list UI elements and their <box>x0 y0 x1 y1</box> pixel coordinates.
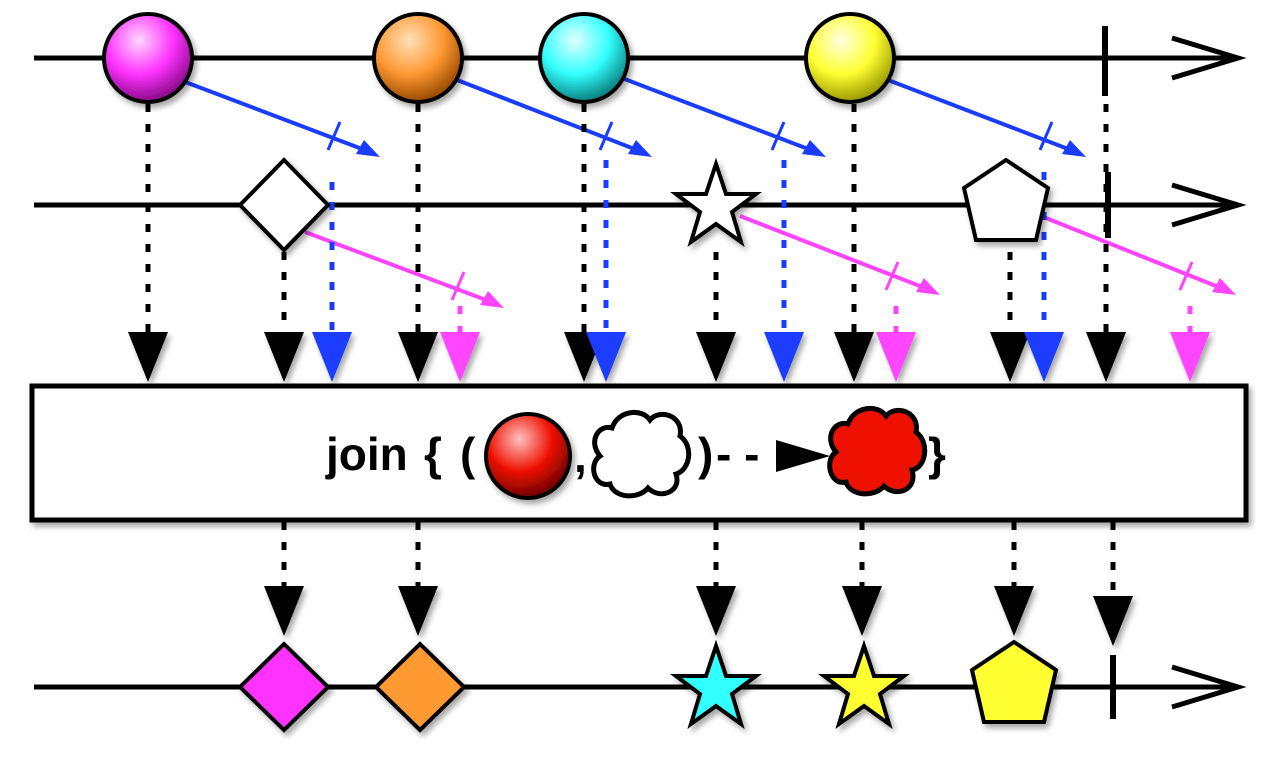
input-arrowheads <box>128 332 1210 382</box>
operator-arrowhead-icon <box>776 440 830 472</box>
window-arrow-yellow <box>887 78 1086 157</box>
red-ball-icon <box>484 412 572 500</box>
cyan-star <box>670 639 762 730</box>
window-arrow-star <box>739 214 940 295</box>
yellow-star <box>818 639 910 730</box>
cyan-ball <box>538 12 630 104</box>
left-stream-marbles <box>102 12 896 104</box>
red-cloud-icon <box>827 406 928 497</box>
operator-close-brace: } <box>928 428 946 480</box>
left-window-arrows <box>179 76 1086 157</box>
yellow-ball <box>804 12 896 104</box>
window-arrow-cyan <box>621 76 826 157</box>
window-arrow-orange <box>451 76 652 157</box>
operator-keyword: join <box>325 428 408 480</box>
output-arrowheads <box>264 586 1133 646</box>
operator-comma: , <box>574 430 587 482</box>
right-stream-timeline <box>34 172 1247 238</box>
output-stream-marbles <box>237 639 1059 733</box>
cloud-outline-icon <box>591 410 692 499</box>
operator-open-brace: { <box>424 428 442 480</box>
window-arrow-magenta <box>179 78 380 157</box>
output-drop-lines <box>281 522 1116 590</box>
join-operator-box: join { ( , ) - - } <box>29 383 1249 523</box>
operator-open-paren: ( <box>460 428 476 480</box>
yellow-pentagon <box>969 639 1059 724</box>
operator-close-paren: ) <box>698 428 713 480</box>
output-stream-timeline <box>34 655 1247 719</box>
magenta-ball <box>102 12 194 104</box>
white-star <box>670 157 762 248</box>
window-arrow-pentagon <box>1035 212 1236 295</box>
orange-ball <box>372 12 464 104</box>
magenta-diamond <box>237 641 331 733</box>
white-pentagon <box>961 157 1051 242</box>
right-window-arrows <box>304 212 1236 308</box>
right-stream-marbles <box>237 157 1051 253</box>
window-arrow-diamond <box>304 230 504 308</box>
left-stream-timeline <box>34 26 1247 96</box>
white-diamond <box>237 157 331 253</box>
operator-dash-arrow: - - <box>716 428 759 480</box>
orange-diamond <box>373 641 467 733</box>
